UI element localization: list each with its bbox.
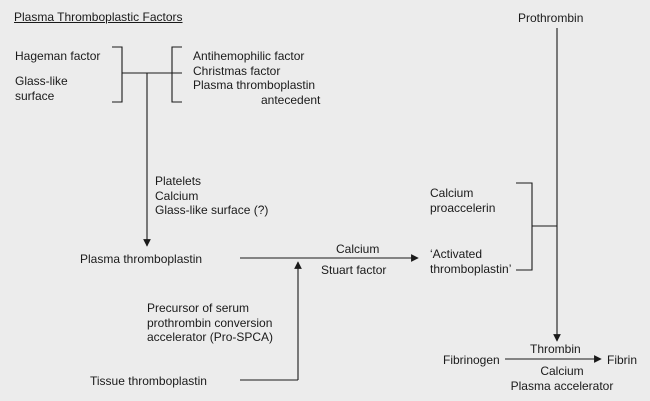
calcium-arrow-label: Calcium [336, 242, 380, 256]
calcium-proaccelerin-label: Calcium proaccelerin [430, 186, 496, 215]
left-bracket [112, 46, 123, 103]
activated-thromboplastin-label: ‘Activated thromboplastin’ [430, 247, 512, 276]
thrombin-label: Thrombin [530, 342, 581, 356]
antihemophilic-group-label: Antihemophilic factor Christmas factor P… [193, 49, 316, 92]
fibrin-label: Fibrin [607, 353, 638, 367]
hageman-factor-label: Hageman factor [15, 49, 101, 63]
stuart-factor-label: Stuart factor [321, 263, 387, 277]
glass-like-surface-label: Glass-like surface [15, 74, 68, 103]
diagram-title: Plasma Thromboplastic Factors [14, 10, 183, 24]
activation-bracket [516, 182, 533, 271]
precursor-label: Precursor of serum prothrombin conversio… [147, 301, 274, 344]
tissue-thromboplastin-label: Tissue thromboplastin [90, 374, 207, 388]
platelets-group-label: Platelets Calcium Glass-like surface (?) [155, 174, 269, 217]
calcium-plasma-accelerator-label: Calcium Plasma accelerator [510, 364, 614, 393]
right-bracket [171, 46, 182, 103]
plasma-thromboplastin-label: Plasma thromboplastin [80, 252, 203, 266]
antecedent-label: antecedent [261, 93, 321, 107]
fibrinogen-label: Fibrinogen [443, 353, 500, 367]
prothrombin-label: Prothrombin [518, 11, 584, 25]
